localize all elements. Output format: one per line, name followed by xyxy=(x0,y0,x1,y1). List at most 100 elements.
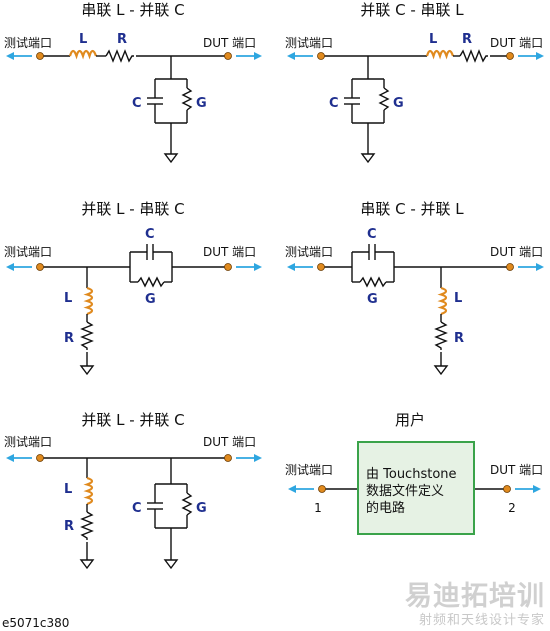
test-port-terminal xyxy=(318,485,326,493)
dut-port-terminal xyxy=(224,52,232,60)
panel-user: 用户 测试端口 DUT 端口 由 Touchstone 数据文件定义 的电路 1… xyxy=(285,411,543,535)
series-g-label: G xyxy=(367,292,378,307)
series-c-label: C xyxy=(145,227,155,242)
dut-port-label: DUT 端口 xyxy=(490,463,543,477)
dut-port-label: DUT 端口 xyxy=(490,36,543,50)
ground-icon xyxy=(80,555,94,569)
left-arrow-icon xyxy=(286,262,314,272)
shunt-l-label: L xyxy=(64,291,72,306)
inductor-icon xyxy=(85,476,94,506)
watermark-tagline: 射频和天线设计专家 xyxy=(419,612,545,628)
right-arrow-icon xyxy=(235,262,263,272)
left-arrow-icon xyxy=(5,51,33,61)
panel-shunt-c-series-l: 并联 C - 串联 L 测试端口 DUT 端口 L R C G xyxy=(285,1,545,163)
right-arrow-icon xyxy=(235,51,263,61)
conductance-icon xyxy=(379,87,389,111)
test-port-label: 测试端口 xyxy=(4,35,52,50)
series-l-label: L xyxy=(79,32,87,47)
left-arrow-icon xyxy=(286,51,314,61)
dut-port-terminal xyxy=(224,263,232,271)
shunt-c-label: C xyxy=(329,96,339,111)
capacitor-icon xyxy=(146,502,164,510)
panel-title: 用户 xyxy=(395,411,425,429)
shunt-c-label: C xyxy=(132,501,142,516)
dut-port-terminal xyxy=(506,52,514,60)
panel-title: 并联 C - 串联 L xyxy=(360,1,464,19)
test-port-label: 测试端口 xyxy=(285,35,333,50)
panel-series-c-shunt-l: 串联 C - 并联 L 测试端口 DUT 端口 C G L R xyxy=(285,200,545,375)
test-port-terminal xyxy=(317,52,325,60)
shunt-r-label: R xyxy=(454,331,464,346)
left-arrow-icon xyxy=(5,453,33,463)
conductance-icon xyxy=(182,492,192,516)
panel-title: 串联 L - 并联 C xyxy=(81,1,184,19)
shunt-g-label: G xyxy=(393,96,404,111)
test-port-label: 测试端口 xyxy=(285,462,333,477)
right-arrow-icon xyxy=(517,51,545,61)
panel-title: 并联 L - 并联 C xyxy=(81,411,184,429)
box-line-1: 由 Touchstone xyxy=(366,467,457,482)
shunt-r-label: R xyxy=(64,519,74,534)
inductor-icon xyxy=(425,49,455,58)
ground-icon xyxy=(80,361,94,375)
test-port-terminal xyxy=(36,263,44,271)
inductor-icon xyxy=(439,286,448,316)
series-g-label: G xyxy=(145,292,156,307)
inductor-icon xyxy=(85,286,94,316)
port-number-1: 1 xyxy=(314,501,322,515)
conductance-icon xyxy=(182,87,192,111)
panel-title: 串联 C - 并联 L xyxy=(360,200,464,218)
shunt-l-label: L xyxy=(454,291,462,306)
right-arrow-icon xyxy=(514,484,542,494)
series-c-label: C xyxy=(367,227,377,242)
ground-icon xyxy=(361,149,375,163)
dut-port-label: DUT 端口 xyxy=(203,36,256,50)
test-port-label: 测试端口 xyxy=(4,434,52,449)
shunt-g-label: G xyxy=(196,96,207,111)
capacitor-icon xyxy=(146,97,164,105)
ground-icon xyxy=(164,149,178,163)
panel-series-l-shunt-c: 串联 L - 并联 C 测试端口 DUT 端口 L R C G xyxy=(4,1,263,163)
test-port-terminal xyxy=(36,454,44,462)
series-r-label: R xyxy=(462,32,472,47)
capacitor-icon xyxy=(146,243,154,261)
ground-icon xyxy=(164,555,178,569)
left-arrow-icon xyxy=(5,262,33,272)
series-l-label: L xyxy=(429,32,437,47)
dut-port-terminal xyxy=(224,454,232,462)
resistor-icon xyxy=(81,321,93,351)
right-arrow-icon xyxy=(235,453,263,463)
watermark-logo: 易迪拓培训 xyxy=(405,581,545,612)
inductor-icon xyxy=(68,49,98,58)
box-line-2: 数据文件定义 xyxy=(366,484,444,499)
port-number-2: 2 xyxy=(508,501,516,515)
capacitor-icon xyxy=(368,243,376,261)
test-port-label: 测试端口 xyxy=(285,244,333,259)
touchstone-circuit-box xyxy=(357,441,475,535)
panel-shunt-l-shunt-c: 并联 L - 并联 C 测试端口 DUT 端口 L R C G xyxy=(4,411,263,569)
dut-port-label: DUT 端口 xyxy=(490,245,543,259)
resistor-icon xyxy=(81,511,93,541)
figure-code: e5071c380 xyxy=(2,616,69,630)
shunt-c-label: C xyxy=(132,96,142,111)
conductance-icon xyxy=(137,277,165,287)
left-arrow-icon xyxy=(287,484,315,494)
conductance-icon xyxy=(359,277,387,287)
series-r-label: R xyxy=(117,32,127,47)
resistor-icon xyxy=(435,321,447,351)
panel-title: 并联 L - 串联 C xyxy=(81,200,184,218)
right-arrow-icon xyxy=(517,262,545,272)
resistor-icon xyxy=(105,50,135,62)
dut-port-terminal xyxy=(506,263,514,271)
test-port-terminal xyxy=(317,263,325,271)
ground-icon xyxy=(434,361,448,375)
test-port-terminal xyxy=(36,52,44,60)
dut-port-terminal xyxy=(503,485,511,493)
resistor-icon xyxy=(459,50,489,62)
dut-port-label: DUT 端口 xyxy=(203,435,256,449)
shunt-l-label: L xyxy=(64,482,72,497)
capacitor-icon xyxy=(343,97,361,105)
shunt-g-label: G xyxy=(196,501,207,516)
box-line-3: 的电路 xyxy=(366,500,405,516)
